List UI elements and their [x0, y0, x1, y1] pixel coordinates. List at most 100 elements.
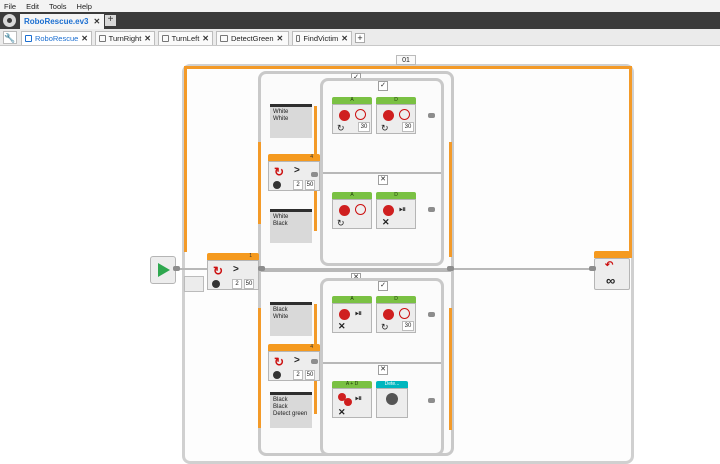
program-tab-bar: 🔧 RoboRescue ✕ TurnRight ✕ TurnLeft ✕ De…: [0, 29, 720, 46]
stop-icon: ⏯: [355, 308, 363, 318]
motor-block-d[interactable]: D ↻ 30: [376, 296, 416, 333]
menu-tools[interactable]: Tools: [49, 1, 67, 11]
play-icon: [158, 263, 170, 277]
plug: [589, 266, 596, 271]
comment-black-white[interactable]: Black White: [270, 302, 312, 336]
project-tab-label: RoboRescue.ev3: [24, 17, 89, 26]
motor-icon: [339, 205, 350, 216]
tank-icon: [338, 393, 346, 401]
motor-block-d[interactable]: D ⏯ ✕: [376, 192, 416, 229]
loop-end-header[interactable]: [594, 251, 630, 258]
port-label: A + D: [332, 381, 372, 388]
value-cell[interactable]: 2: [293, 180, 303, 190]
sensor-icon: ↻: [274, 355, 285, 369]
empty-slot[interactable]: [184, 276, 204, 292]
value-cell[interactable]: 30: [402, 122, 414, 132]
motor-icon: [383, 110, 394, 121]
sequence-wire: [176, 268, 596, 270]
lower-switch-header[interactable]: 4: [268, 344, 320, 351]
plug: [173, 266, 180, 271]
close-icon[interactable]: ✕: [276, 34, 284, 43]
compare-label: >: [294, 355, 300, 366]
loop-left-wire: [184, 66, 187, 252]
program-icon: [99, 35, 106, 42]
mode-icon: ↻: [381, 322, 389, 332]
project-tab[interactable]: RoboRescue.ev3 ✕: [20, 14, 105, 29]
close-icon[interactable]: ✕: [341, 34, 348, 43]
plug: [311, 172, 318, 177]
menu-bar: File Edit Tools Help: [0, 0, 720, 12]
tab-turnleft[interactable]: TurnLeft ✕: [158, 31, 213, 45]
motor-block-a[interactable]: A ↻ 30: [332, 97, 372, 134]
tab-label: DetectGreen: [231, 34, 274, 43]
add-project-button[interactable]: +: [105, 15, 116, 26]
tab-turnright[interactable]: TurnRight ✕: [95, 31, 155, 45]
menu-edit[interactable]: Edit: [26, 1, 40, 11]
motor-block-d[interactable]: D ↻ 30: [376, 97, 416, 134]
value-cell[interactable]: 50: [244, 279, 254, 289]
value-cell[interactable]: 30: [358, 122, 370, 132]
tank-icon: [344, 398, 352, 406]
lower-case-false-tab[interactable]: ✕: [378, 365, 388, 375]
outer-divider: [261, 270, 451, 272]
upper-divider: [323, 172, 441, 174]
close-icon[interactable]: ✕: [93, 17, 101, 26]
tab-roborescue[interactable]: RoboRescue ✕: [21, 31, 92, 45]
close-icon[interactable]: ✕: [81, 34, 88, 43]
menu-help[interactable]: Help: [76, 1, 92, 11]
port-label: A: [332, 296, 372, 303]
upper-switch-header[interactable]: 4: [268, 154, 320, 161]
motor-block-a[interactable]: A ⏯ ✕: [332, 296, 372, 333]
programming-canvas[interactable]: 01 ✓ ✕ ✓ ✕ ✓ ✕ 1 ↻ > 2 50 4 ↻ > 2 50: [0, 46, 720, 464]
upper-case-true-tab[interactable]: ✓: [378, 81, 388, 91]
close-icon[interactable]: ✕: [144, 34, 151, 43]
loop-name[interactable]: 01: [396, 55, 416, 65]
loop-end-block[interactable]: ↶ ∞: [594, 258, 630, 290]
lobby-icon[interactable]: [3, 14, 16, 27]
myblock-head-icon: [386, 393, 398, 405]
loop-icon: ↶: [605, 260, 614, 271]
tab-label: RoboRescue: [34, 34, 79, 43]
port-label: D: [376, 296, 416, 303]
comment-black-black[interactable]: Black Black Detect green: [270, 392, 312, 428]
detect-green-myblock[interactable]: Dete...: [376, 381, 408, 418]
add-program-button[interactable]: +: [355, 33, 365, 43]
comment-white-white[interactable]: White White: [270, 104, 312, 138]
motor-block-a[interactable]: A ↻: [332, 192, 372, 229]
outer-switch-header[interactable]: 1: [207, 253, 259, 260]
value-cell[interactable]: 30: [402, 321, 414, 331]
upper-case-false-tab[interactable]: ✕: [378, 175, 388, 185]
wire: [258, 142, 261, 224]
program-icon: [296, 35, 301, 42]
close-icon[interactable]: ✕: [202, 34, 209, 43]
outer-switch-body[interactable]: ↻ > 2 50: [207, 260, 259, 290]
motor-icon: [339, 110, 350, 121]
value-cell[interactable]: 50: [305, 180, 315, 190]
motor-icon: [383, 205, 394, 216]
motor-icon: [383, 309, 394, 320]
port-label: 4: [310, 344, 313, 350]
value-cell[interactable]: 2: [232, 279, 242, 289]
motor-body: ↻ 30: [332, 104, 372, 134]
stop-icon: ⏯: [355, 393, 363, 403]
lower-switch-body[interactable]: ↻ > 2 50: [268, 351, 320, 381]
move-tank-block[interactable]: A + D ⏯ ✕: [332, 381, 372, 418]
wire: [258, 308, 261, 428]
motor-body: ↻ 30: [376, 104, 416, 134]
tab-detectgreen[interactable]: DetectGreen ✕: [216, 31, 289, 45]
lower-case-true-tab[interactable]: ✓: [378, 281, 388, 291]
start-block[interactable]: [150, 256, 176, 284]
value-cell[interactable]: 50: [305, 370, 315, 380]
sensor-icon: ↻: [274, 165, 285, 179]
port-label: A: [332, 97, 372, 104]
value-cell[interactable]: 2: [293, 370, 303, 380]
wrench-icon[interactable]: 🔧: [3, 31, 17, 44]
myblock-label: Dete...: [376, 381, 408, 388]
tab-findvictim[interactable]: FindVictim ✕: [292, 31, 352, 45]
motor-body: ↻: [332, 199, 372, 229]
plug: [428, 207, 435, 212]
menu-file[interactable]: File: [4, 1, 17, 11]
compare-label: >: [294, 165, 300, 176]
plug: [447, 266, 454, 271]
comment-white-black[interactable]: White Black: [270, 209, 312, 243]
